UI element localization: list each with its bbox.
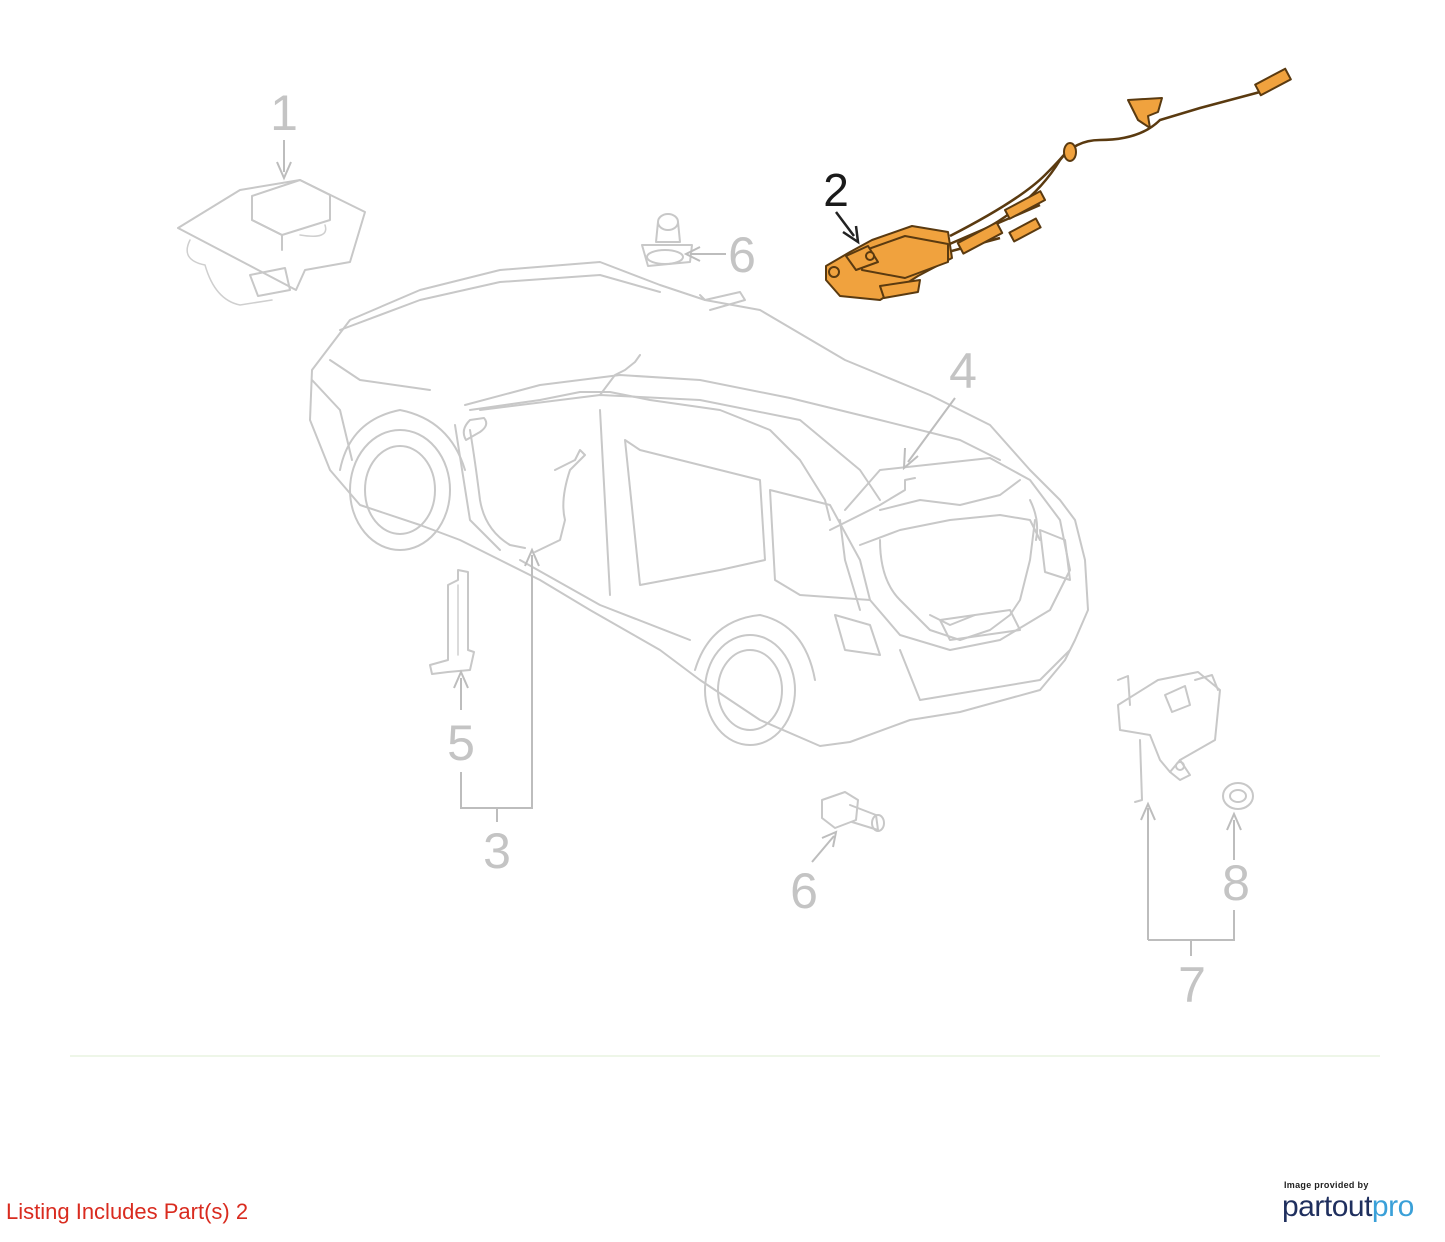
callout-4: 4 bbox=[902, 343, 977, 471]
part-1-module-bracket bbox=[177, 179, 366, 306]
callout-6-upper-number: 6 bbox=[728, 227, 756, 283]
part-8-grommet bbox=[1222, 782, 1254, 810]
part-3-roof-harness bbox=[462, 354, 831, 553]
callout-5-number: 5 bbox=[447, 715, 475, 771]
callout-3: 3 bbox=[460, 547, 540, 879]
callout-7-number: 7 bbox=[1178, 957, 1206, 1013]
part-4-rear-gate-harness bbox=[829, 477, 1041, 641]
callout-4-number: 4 bbox=[949, 343, 977, 399]
callout-7: 7 bbox=[1140, 801, 1235, 1013]
callout-8: 8 bbox=[1222, 811, 1250, 911]
callout-8-number: 8 bbox=[1222, 855, 1250, 911]
part-2-harness-highlighted bbox=[825, 67, 1292, 301]
listing-note: Listing Includes Part(s) 2 bbox=[6, 1199, 249, 1224]
brand-part-2: pro bbox=[1371, 1190, 1414, 1223]
provider-caption: Image provided by bbox=[1284, 1180, 1369, 1190]
provider-logo: Image provided by partoutpro bbox=[1282, 1180, 1432, 1224]
callout-1: 1 bbox=[270, 85, 298, 181]
callout-2-number: 2 bbox=[823, 164, 849, 216]
callout-6-lower: 6 bbox=[790, 830, 838, 919]
part-7-lock-assembly bbox=[1117, 671, 1221, 803]
callout-6-upper: 6 bbox=[683, 227, 756, 283]
vehicle-outline bbox=[309, 261, 1089, 747]
callout-5: 5 bbox=[447, 669, 475, 771]
callout-1-number: 1 bbox=[270, 85, 298, 141]
callout-6-lower-number: 6 bbox=[790, 863, 818, 919]
callout-3-number: 3 bbox=[483, 823, 511, 879]
callout-2: 2 bbox=[823, 164, 860, 245]
part-5-bracket bbox=[429, 569, 475, 675]
brand-part-1: partout bbox=[1282, 1190, 1372, 1223]
provider-brand: partoutpro bbox=[1282, 1190, 1432, 1224]
part-6-bolt-lower bbox=[821, 791, 885, 832]
part-6-bolt-upper bbox=[641, 213, 693, 267]
